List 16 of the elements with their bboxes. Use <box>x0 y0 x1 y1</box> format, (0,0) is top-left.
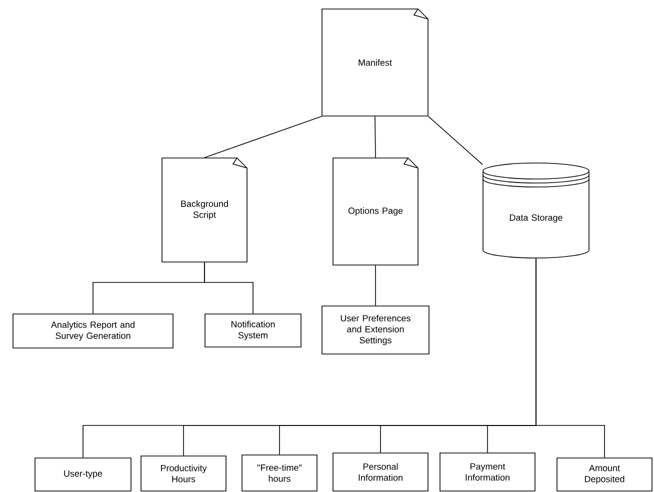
process-box: Productivity Hours <box>140 456 226 492</box>
process-box: Personal Information <box>332 452 428 492</box>
process-box: Payment Information <box>440 452 536 492</box>
process-box: User Preferences and Extension Settings <box>322 306 430 354</box>
process-box: User-type <box>34 458 132 492</box>
process-box: "Free-time" hours <box>242 454 318 492</box>
connector-line <box>428 116 483 165</box>
connector-line <box>374 116 376 158</box>
connector-line <box>375 264 376 306</box>
process-box: Amount Deposited <box>556 458 652 492</box>
process-box: Analytics Report and Survey Generation <box>12 314 174 348</box>
connector-line <box>204 262 254 314</box>
process-box: Notification System <box>204 314 302 348</box>
database-cylinder: Data Storage <box>482 162 590 258</box>
connector-line <box>204 116 322 158</box>
connector-line <box>536 258 605 458</box>
